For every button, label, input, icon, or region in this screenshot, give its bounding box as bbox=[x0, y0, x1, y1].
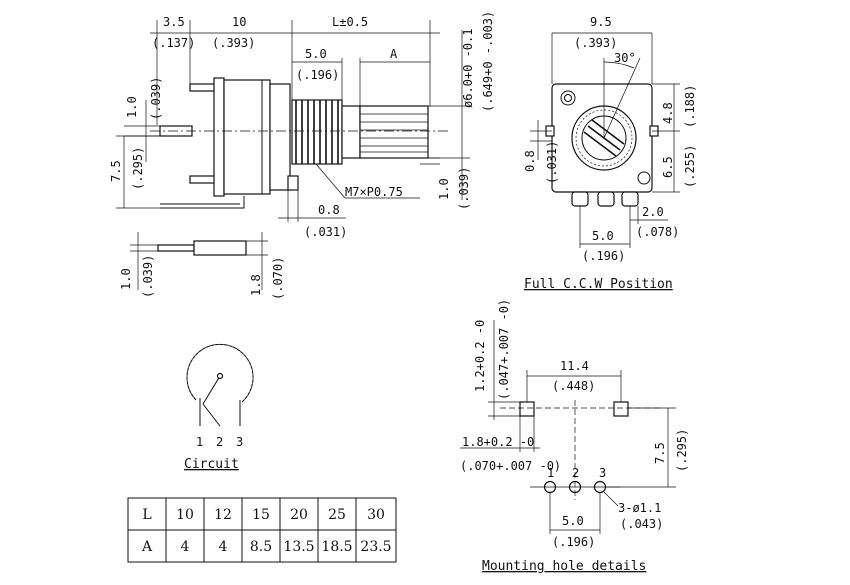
mount-dim-7-5-in: (.295) bbox=[675, 429, 689, 472]
table-cell-r0-c1: 10 bbox=[176, 507, 194, 523]
dim-10-in: (.393) bbox=[212, 36, 255, 50]
thread-lines bbox=[295, 100, 339, 164]
front-dim-4-8-in: (.188) bbox=[683, 85, 697, 128]
front-view: 9.5 (.393) 30° 4.8 (.188) 6.5 (.255) 0.8… bbox=[523, 15, 697, 292]
table-cell-r1-c5: 18.5 bbox=[321, 539, 352, 555]
table-cell-r1-c4: 13.5 bbox=[283, 539, 314, 555]
pin-dim-1-8-in: (.070) bbox=[271, 257, 285, 300]
table-cell-r1-c0: A bbox=[141, 539, 153, 555]
dim-l: L±0.5 bbox=[332, 15, 368, 29]
mount-dim-7-5: 7.5 bbox=[653, 442, 667, 464]
thread-spec: M7×P0.75 bbox=[345, 185, 403, 199]
dim-10: 10 bbox=[232, 15, 246, 29]
dim-5-0: 5.0 bbox=[305, 47, 327, 61]
mount-dim-1-2: 1.2+0.2 -0 bbox=[473, 320, 487, 392]
mount-caption: Mounting hole details bbox=[482, 559, 646, 574]
dim-a: A bbox=[390, 47, 398, 61]
circuit-pin-3: 3 bbox=[236, 435, 243, 449]
dim-1-0-left: 1.0 bbox=[125, 96, 139, 118]
table-cell-r0-c5: 25 bbox=[328, 507, 346, 523]
dim-7-5: 7.5 bbox=[109, 160, 123, 182]
front-angle: 30° bbox=[614, 51, 636, 65]
dim-1-0-left-in: (.039) bbox=[149, 77, 163, 120]
pin-dim-1-8: 1.8 bbox=[249, 274, 263, 296]
table-cell-r1-c2: 4 bbox=[219, 539, 228, 555]
pin-dim-1-0: 1.0 bbox=[119, 268, 133, 290]
mount-pin-2: 2 bbox=[572, 466, 579, 480]
circuit: 1 2 3 Circuit bbox=[184, 343, 254, 472]
front-dim-5-0: 5.0 bbox=[592, 229, 614, 243]
mount-pin-1: 1 bbox=[547, 466, 554, 480]
table-cell-r1-c3: 8.5 bbox=[250, 539, 272, 555]
side-view: 3.5 (.137) 10 (.393) L±0.5 5.0 (.196) A … bbox=[109, 11, 495, 239]
front-dim-2-0: 2.0 bbox=[642, 205, 664, 219]
front-dim-9-5-in: (.393) bbox=[574, 36, 617, 50]
front-caption: Full C.C.W Position bbox=[524, 277, 673, 292]
dim-0-8: 0.8 bbox=[318, 203, 340, 217]
table-cell-r0-c3: 15 bbox=[252, 507, 270, 523]
circuit-caption: Circuit bbox=[184, 457, 239, 472]
mount-dim-1-8-in: (.070+.007 -0) bbox=[460, 459, 561, 473]
table-cell-r1-c1: 4 bbox=[181, 539, 190, 555]
table-cell-r0-c0: L bbox=[142, 507, 151, 523]
front-dim-6-5: 6.5 bbox=[661, 156, 675, 178]
dim-3-5: 3.5 bbox=[163, 15, 185, 29]
mount-dim-5-0: 5.0 bbox=[562, 514, 584, 528]
table-cell-r0-c6: 30 bbox=[367, 507, 385, 523]
mount-holes-in: (.043) bbox=[620, 517, 663, 531]
front-dim-0-8: 0.8 bbox=[523, 150, 537, 172]
table-cell-r0-c2: 12 bbox=[214, 507, 232, 523]
front-dim-5-0-in: (.196) bbox=[582, 249, 625, 263]
table-cell-r1-c6: 23.5 bbox=[360, 539, 391, 555]
dim-0-8-in: (.031) bbox=[304, 225, 347, 239]
front-dim-0-8-in: (.031) bbox=[545, 141, 559, 184]
dim-shaft: ø6.0+0 -0.1 bbox=[461, 29, 475, 108]
front-dim-9-5: 9.5 bbox=[590, 15, 612, 29]
pin-view: 1.0 (.039) 1.8 (.070) bbox=[119, 232, 285, 300]
dim-1-0-right-in: (.039) bbox=[457, 167, 471, 210]
dim-7-5-in: (.295) bbox=[131, 147, 145, 190]
pin-dim-1-0-in: (.039) bbox=[141, 255, 155, 298]
mount-pin-3: 3 bbox=[599, 466, 606, 480]
mount-dim-11-4-in: (.448) bbox=[552, 379, 595, 393]
mount-dim-1-2-in: (.047+.007 -0) bbox=[497, 299, 511, 400]
front-dim-6-5-in: (.255) bbox=[683, 145, 697, 188]
front-dim-4-8: 4.8 bbox=[661, 102, 675, 124]
value-table: L 10 12 15 20 25 30A 4 4 8.5 13.5 18.5 23.5 bbox=[127, 497, 397, 563]
front-dim-2-0-in: (.078) bbox=[636, 225, 679, 239]
circuit-pin-2: 2 bbox=[216, 435, 223, 449]
mounting-holes: 11.4 (.448) 1.2+0.2 -0 (.047+.007 -0) 1.… bbox=[460, 299, 689, 574]
dim-1-0-right: 1.0 bbox=[437, 178, 451, 200]
mount-holes: 3-ø1.1 bbox=[618, 501, 661, 515]
mount-dim-5-0-in: (.196) bbox=[552, 535, 595, 549]
dim-3-5-in: (.137) bbox=[152, 36, 195, 50]
circuit-pin-1: 1 bbox=[196, 435, 203, 449]
dim-shaft-in: (.649+0 -.003) bbox=[481, 11, 495, 112]
table-cell-r0-c4: 20 bbox=[290, 507, 308, 523]
dim-5-0-in: (.196) bbox=[296, 68, 339, 82]
mount-dim-1-8: 1.8+0.2 -0 bbox=[462, 435, 534, 449]
mount-dim-11-4: 11.4 bbox=[560, 359, 589, 373]
